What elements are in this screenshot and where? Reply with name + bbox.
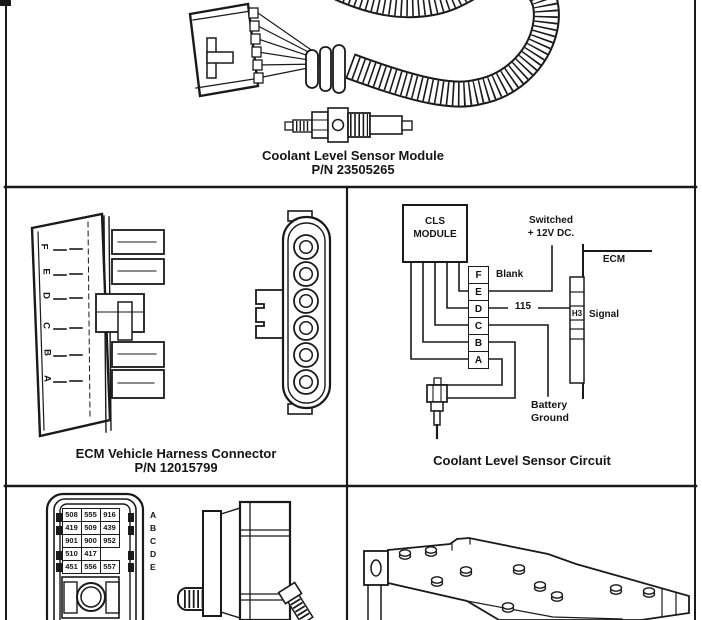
ecm-pin-h3: H3 bbox=[571, 309, 583, 318]
circuit-pin-c: C bbox=[468, 317, 489, 335]
grid-cell: 916 bbox=[99, 507, 120, 522]
top-caption-line1: Coolant Level Sensor Module bbox=[261, 148, 445, 163]
battery-ground-label-line1: Battery bbox=[531, 399, 568, 411]
circuit-caption: Coolant Level Sensor Circuit bbox=[433, 453, 611, 468]
circuit-pin-e: E bbox=[468, 283, 489, 301]
scan-artifact bbox=[0, 0, 11, 6]
harness-connector-caption-line1: ECM Vehicle Harness Connector bbox=[75, 446, 277, 461]
wire-number-115: 115 bbox=[508, 301, 538, 313]
circuit-pin-b: B bbox=[468, 334, 489, 352]
side-view-connector-drawing bbox=[30, 212, 165, 438]
sensor-drawing bbox=[284, 107, 413, 143]
grid-cell: 557 bbox=[99, 559, 120, 574]
battery-ground-label-line2: Ground bbox=[531, 412, 569, 424]
circuit-sensor-symbol bbox=[426, 377, 448, 440]
signal-label: Signal bbox=[589, 309, 620, 320]
mounting-bolt bbox=[277, 581, 314, 620]
sideview-pin-label-f: F bbox=[38, 243, 50, 250]
circuit-pin-f: F bbox=[468, 266, 489, 284]
grid-cell: 556 bbox=[80, 559, 101, 574]
grid-cell: 439 bbox=[99, 520, 120, 535]
bolt-heads bbox=[398, 546, 656, 613]
grid-cell: 508 bbox=[61, 507, 82, 522]
harness-drawing bbox=[188, 0, 560, 108]
grid-row-letter-e: E bbox=[150, 562, 156, 572]
top-caption-line2: P/N 23505265 bbox=[311, 162, 395, 177]
latch bbox=[255, 289, 284, 339]
cover-plate-drawing bbox=[363, 537, 690, 620]
harness-connector-body bbox=[188, 2, 260, 98]
sideview-pin-label-e: E bbox=[40, 268, 52, 275]
grid-cell: 510 bbox=[61, 546, 82, 561]
circuit-pin-a: A bbox=[468, 351, 489, 369]
grid-cell: 451 bbox=[61, 559, 82, 574]
grid-cell: 509 bbox=[80, 520, 101, 535]
cls-module-label-line1: CLS bbox=[425, 216, 445, 227]
sideview-pin-label-c: C bbox=[40, 322, 52, 329]
circuit-pin-d: D bbox=[468, 300, 489, 318]
cls-module-label-line2: MODULE bbox=[413, 229, 457, 240]
grid-row-letter-d: D bbox=[150, 549, 157, 559]
sideview-pin-label-d: D bbox=[40, 292, 52, 299]
harness-connector-caption-line2: P/N 12015799 bbox=[134, 460, 218, 475]
grid-cell: 900 bbox=[80, 533, 101, 548]
connector-side-drawing bbox=[177, 500, 314, 620]
face-view-connector-drawing bbox=[255, 210, 332, 415]
pin-number-grid: 508 555 916 419 509 439 901 900 952 510 … bbox=[61, 507, 120, 574]
grid-cell: 419 bbox=[61, 520, 82, 535]
grid-cell-empty bbox=[100, 547, 120, 561]
sideview-pin-label-a: A bbox=[41, 375, 53, 382]
grid-row-letter-a: A bbox=[150, 510, 157, 520]
grid-cell: 901 bbox=[61, 533, 82, 548]
ecm-connector-strip bbox=[569, 276, 585, 384]
grid-cell: 952 bbox=[99, 533, 120, 548]
grid-row-letter-b: B bbox=[150, 523, 157, 533]
sideview-pin-label-b: B bbox=[41, 349, 53, 356]
switched-12v-label-line2: + 12V DC. bbox=[527, 228, 575, 239]
ecm-label: ECM bbox=[602, 254, 626, 265]
grid-cell: 417 bbox=[80, 546, 101, 561]
pin-f-blank-note: Blank bbox=[496, 269, 524, 280]
grid-row-letter-c: C bbox=[150, 536, 157, 546]
switched-12v-label-line1: Switched bbox=[529, 215, 573, 226]
grid-cell: 555 bbox=[80, 507, 101, 522]
